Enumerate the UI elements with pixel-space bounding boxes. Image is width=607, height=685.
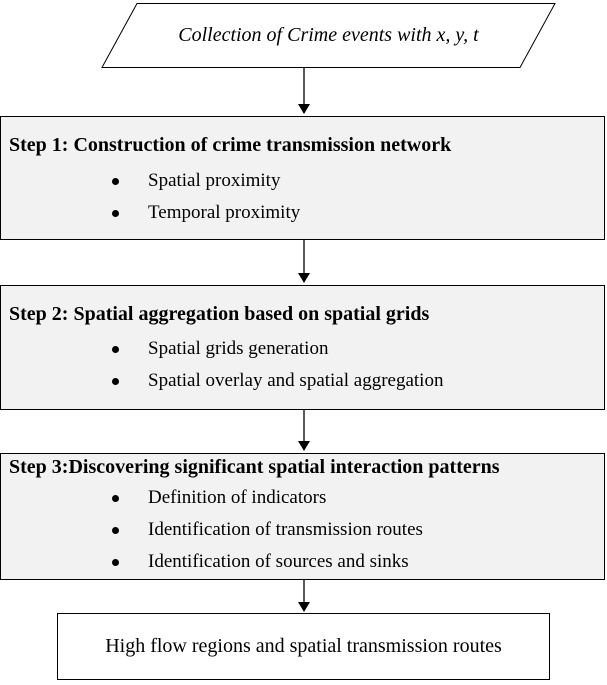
step-2-bullet-text: Spatial overlay and spatial aggregation xyxy=(148,370,444,391)
step-1-bullet-text: Spatial proximity xyxy=(148,170,281,191)
bullet-dot-icon xyxy=(112,495,119,502)
step-2-title: Step 2: Spatial aggregation based on spa… xyxy=(9,303,430,325)
bullet-dot-icon xyxy=(112,527,119,534)
step-2-bullet-text: Spatial grids generation xyxy=(148,338,329,359)
bullet-dot-icon xyxy=(112,346,119,353)
bullet-dot-icon xyxy=(112,378,119,385)
step-3-title: Step 3:Discovering significant spatial i… xyxy=(9,456,500,478)
bullet-dot-icon xyxy=(112,559,119,566)
input-data-label: Collection of Crime events with x, y, t xyxy=(178,24,479,46)
step-3-bullet-text: Identification of transmission routes xyxy=(148,519,423,540)
step-2-box: Step 2: Spatial aggregation based on spa… xyxy=(0,285,605,410)
bullet-dot-icon xyxy=(112,210,119,217)
step-3-bullet-text: Definition of indicators xyxy=(148,487,327,508)
input-data-node: Collection of Crime events with x, y, t xyxy=(101,3,556,68)
step-3-box: Step 3:Discovering significant spatial i… xyxy=(0,453,605,580)
output-result-box: High flow regions and spatial transmissi… xyxy=(57,613,550,680)
step-1-box: Step 1: Construction of crime transmissi… xyxy=(0,116,605,240)
step-1-title: Step 1: Construction of crime transmissi… xyxy=(9,134,452,156)
step-3-bullet-text: Identification of sources and sinks xyxy=(148,551,409,572)
bullet-dot-icon xyxy=(112,178,119,185)
step-1-bullet-text: Temporal proximity xyxy=(148,202,301,223)
input-parallelogram-shape xyxy=(101,3,556,68)
